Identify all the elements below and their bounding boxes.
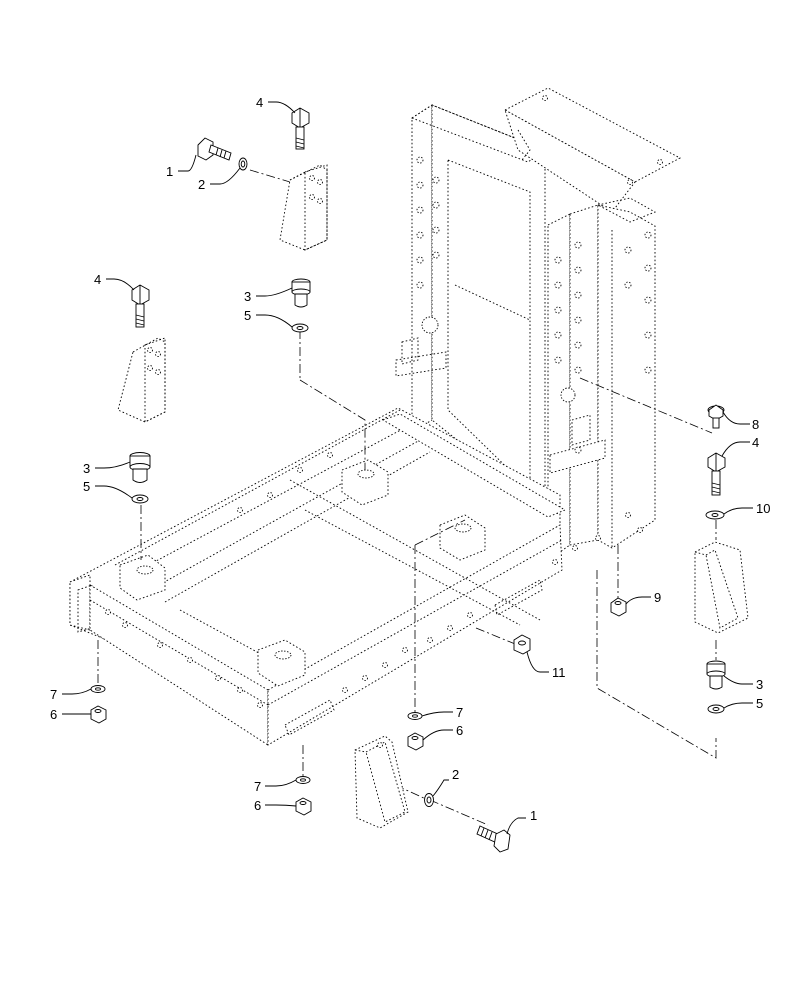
washer-10 xyxy=(705,510,725,520)
callout-7-left: 7 xyxy=(50,687,57,702)
callout-3-top: 3 xyxy=(244,289,251,304)
mount-bracket-right xyxy=(694,541,749,634)
callout-5-right: 5 xyxy=(756,696,763,711)
base-mount-block-rear xyxy=(341,459,389,506)
callout-3-right: 3 xyxy=(756,677,763,692)
washer-7-center xyxy=(407,712,423,720)
callout-8: 8 xyxy=(752,417,759,432)
washer-5-left xyxy=(131,494,149,504)
callout-5-left: 5 xyxy=(83,479,90,494)
isolator-3-right xyxy=(706,660,726,690)
isolator-3-top xyxy=(291,278,311,308)
mount-bracket-top xyxy=(279,164,328,251)
callout-4-top: 4 xyxy=(256,95,263,110)
callout-9: 9 xyxy=(654,590,661,605)
callout-6-bottom: 6 xyxy=(254,798,261,813)
callout-1-top: 1 xyxy=(166,164,173,179)
callout-4-left: 4 xyxy=(94,272,101,287)
callout-2-top: 2 xyxy=(198,177,205,192)
washer-2-top xyxy=(238,157,248,171)
bolt-4-left xyxy=(131,284,150,328)
callout-11: 11 xyxy=(552,665,566,680)
mount-bracket-left xyxy=(117,337,166,423)
bolt-4-right xyxy=(707,452,726,496)
callout-6-center: 6 xyxy=(456,723,463,738)
callout-7-bottom: 7 xyxy=(254,779,261,794)
base-mount-block-center xyxy=(439,514,486,561)
base-mount-block-front xyxy=(257,639,306,687)
bolt-4-top xyxy=(291,107,310,150)
right-column xyxy=(547,197,657,561)
nut-6-center xyxy=(407,732,424,751)
washer-7-bottom xyxy=(295,776,311,784)
nut-9 xyxy=(610,597,627,617)
callout-2-bottom: 2 xyxy=(452,767,459,782)
washer-5-right xyxy=(707,704,725,714)
base-mount-block-left xyxy=(119,554,166,601)
main-frame xyxy=(69,87,681,746)
washer-7-left xyxy=(90,685,106,693)
callout-10: 10 xyxy=(756,501,770,516)
screw-8 xyxy=(707,404,725,429)
callout-5-top: 5 xyxy=(244,308,251,323)
nut-11 xyxy=(513,634,531,655)
callout-1-bottom: 1 xyxy=(530,808,537,823)
callout-labels: 1 2 4 4 3 5 3 5 8 4 10 9 11 3 5 7 6 7 6 … xyxy=(50,95,770,823)
callout-6-left: 6 xyxy=(50,707,57,722)
nut-6-bottom xyxy=(295,797,312,816)
bolt-1-top xyxy=(197,137,232,161)
callout-4-right: 4 xyxy=(752,435,759,450)
mount-bracket-bottom xyxy=(354,735,409,829)
callout-3-left: 3 xyxy=(83,461,90,476)
washer-5-top xyxy=(291,323,309,333)
nut-6-left xyxy=(90,705,107,724)
callout-7-center: 7 xyxy=(456,705,463,720)
isolator-3-left xyxy=(129,452,151,483)
bolt-1-bottom xyxy=(476,825,511,853)
top-hood xyxy=(504,87,681,213)
washer-2-bottom xyxy=(424,793,434,807)
callout-leaders xyxy=(62,101,753,835)
